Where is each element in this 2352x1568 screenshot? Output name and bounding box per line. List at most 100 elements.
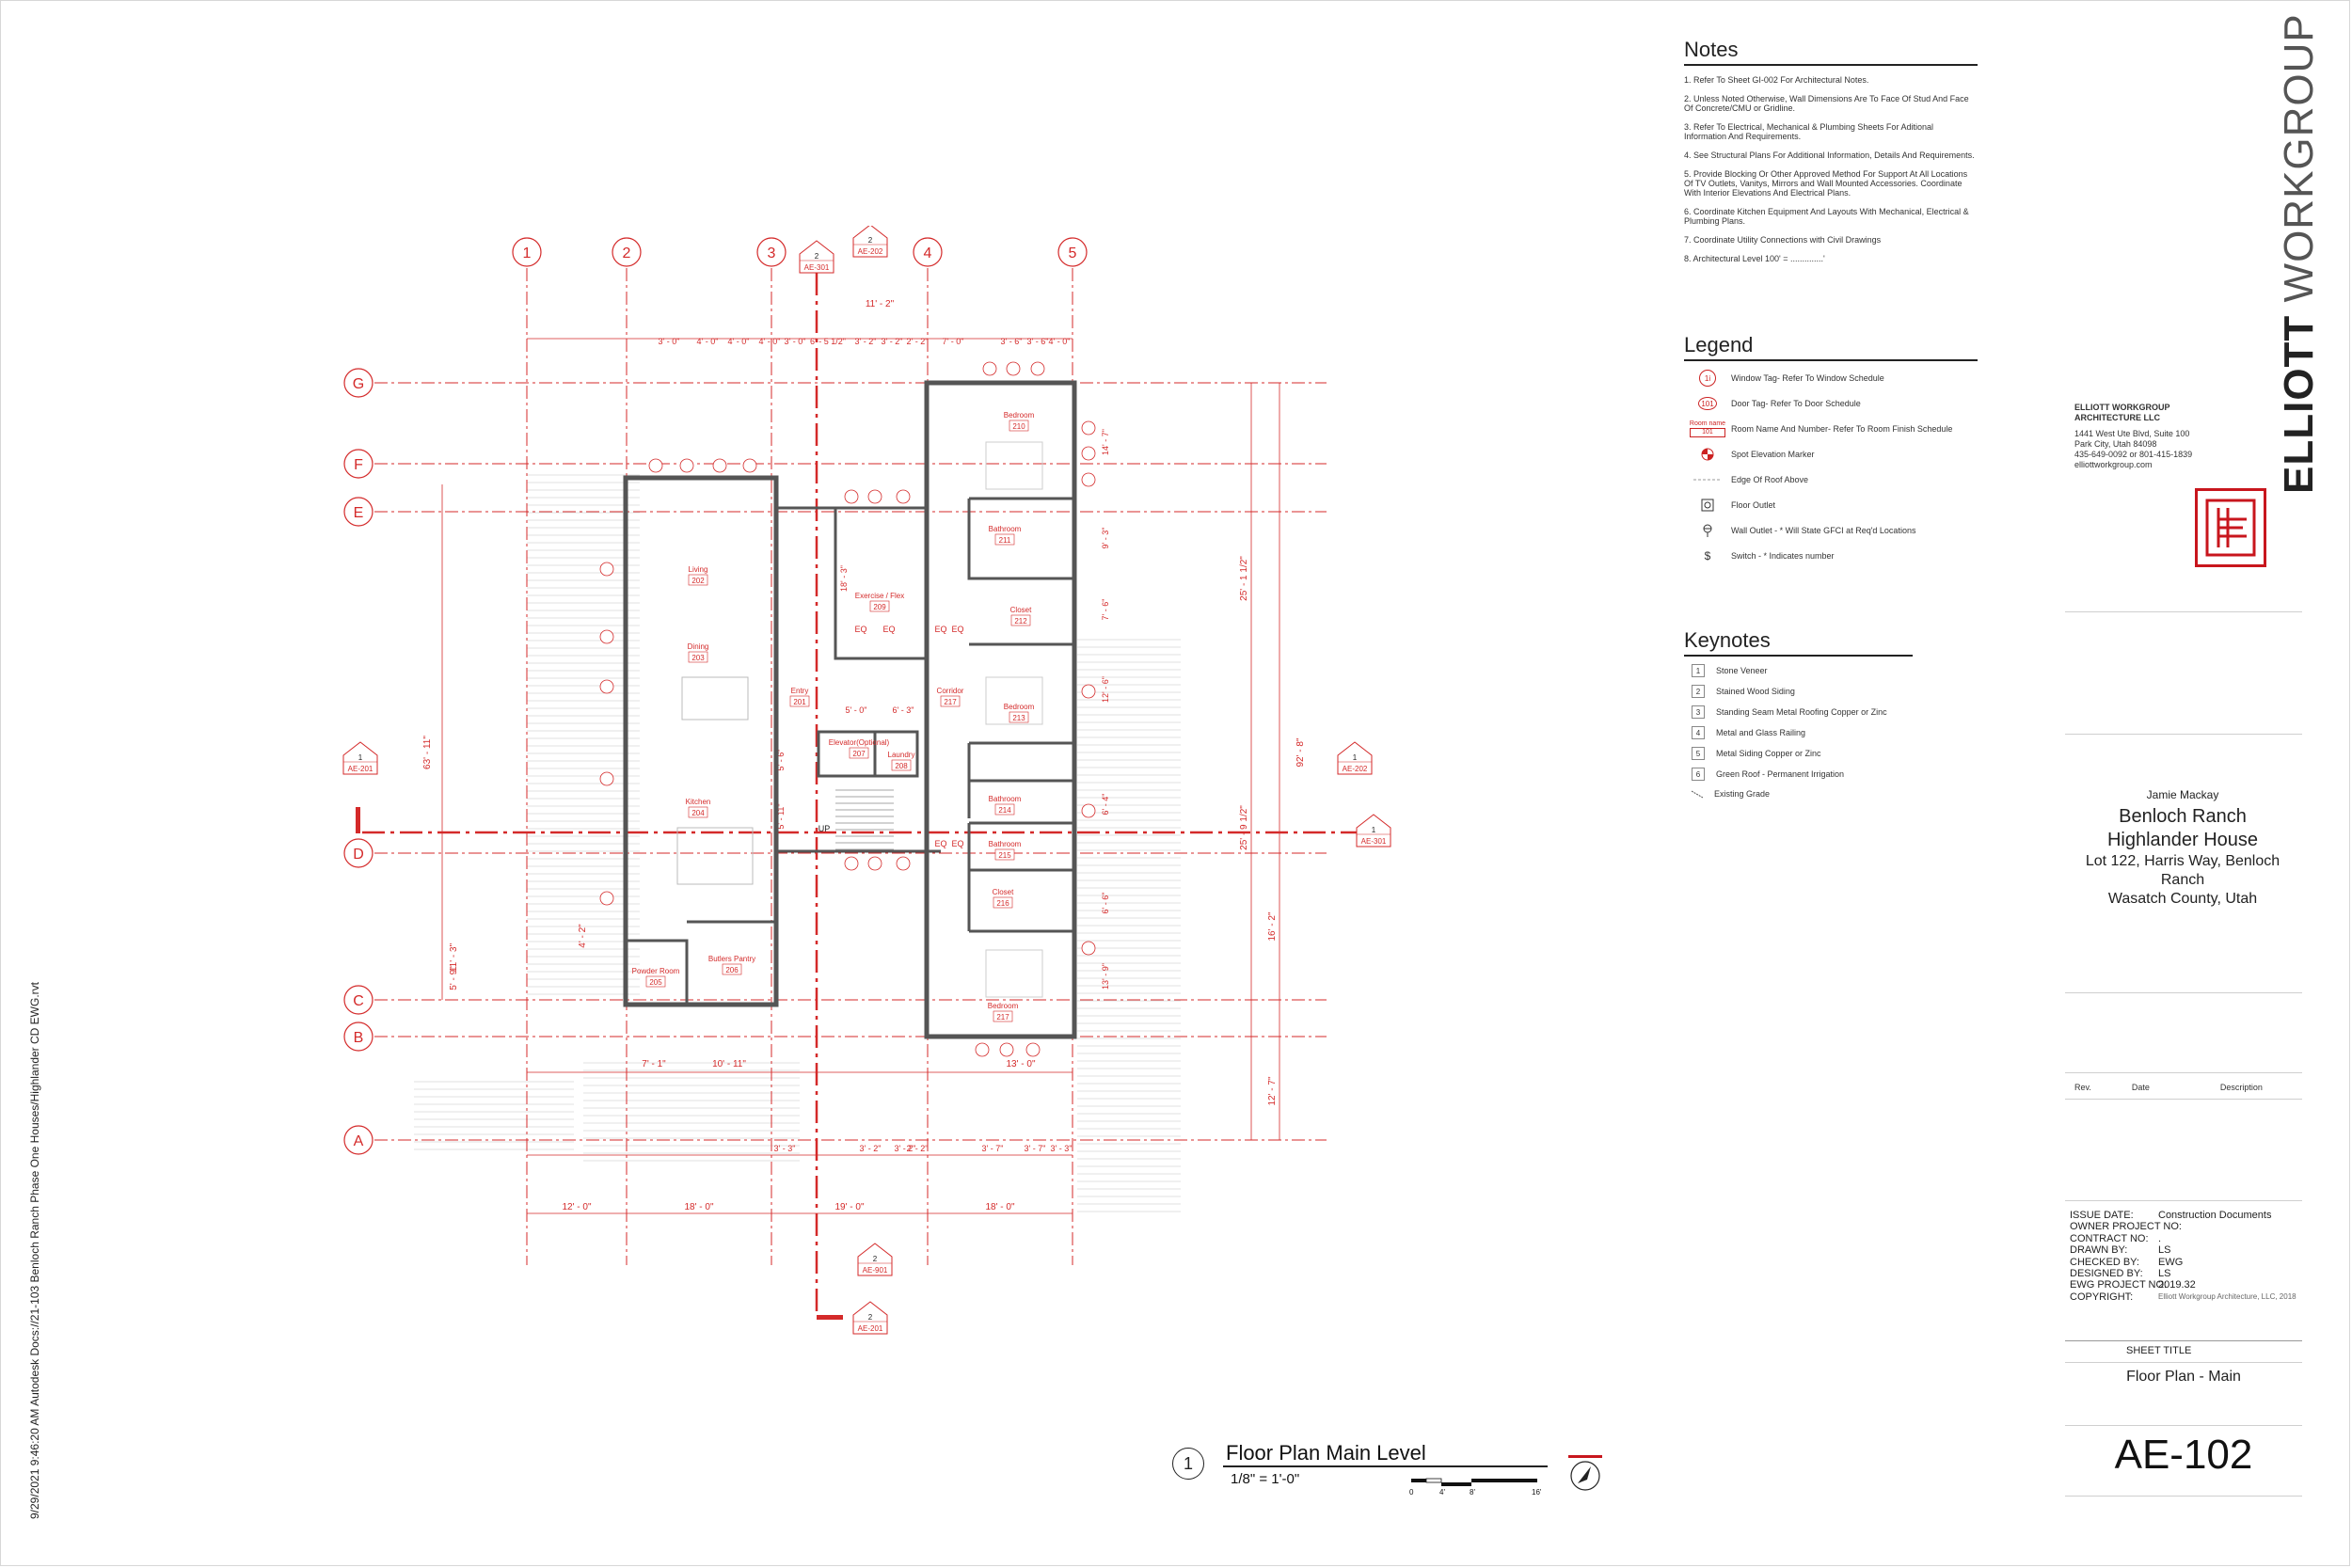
grid-label: 3 <box>768 245 776 261</box>
dimension-text: 3' - 3" <box>1051 1144 1073 1153</box>
window-tag-icon <box>599 629 614 644</box>
note-item: 8. Architectural Level 100' = ..........… <box>1684 254 1825 263</box>
room-number: 205 <box>649 978 662 987</box>
keynote-number: 5 <box>1692 747 1705 760</box>
dimension-text: 2' - 2" <box>907 337 929 346</box>
dimension-text: 3' - 7" <box>1025 1144 1046 1153</box>
room-number: 215 <box>998 851 1011 860</box>
section-marker-sheet: AE-901 <box>863 1266 888 1275</box>
issue-label: CONTRACT NO: <box>2070 1232 2149 1244</box>
issue-value: EWG <box>2158 1256 2184 1268</box>
window-tag-icon <box>975 1042 990 1057</box>
window-tag-icon <box>1081 472 1096 487</box>
room-name: Entry <box>791 687 809 695</box>
grid-bubble-3 <box>756 237 787 267</box>
room-name: Closet <box>993 888 1014 896</box>
room-number-box <box>993 1010 1013 1022</box>
room-number-box <box>940 695 961 707</box>
dimension-text: 9' - 3" <box>1101 528 1110 549</box>
firm-address-block: ELLIOTT WORKGROUP ARCHITECTURE LLC 1441 … <box>2074 403 2192 470</box>
project-location-2: Ranch <box>2160 872 2205 888</box>
section-marker-sheet: AE-201 <box>858 1324 883 1333</box>
switch-icon: $ <box>1704 549 1711 562</box>
interior-wall <box>626 920 778 1005</box>
keynote-label: Existing Grade <box>1714 789 1771 799</box>
keynote-item: 5 Metal Siding Copper or Zinc <box>1684 747 1913 760</box>
issue-value: Elliott Workgroup Architecture, LLC, 201… <box>2158 1291 2296 1301</box>
issue-row: OWNER PROJECT NO: <box>2070 1221 2296 1232</box>
section-marker-icon <box>1356 814 1391 847</box>
grid-label: A <box>354 1133 364 1149</box>
sheet-title-label: SHEET TITLE <box>2126 1345 2192 1356</box>
dimension-text: 3' - 3" <box>774 1144 796 1153</box>
interior-wall <box>967 497 1074 933</box>
issue-value: LS <box>2158 1268 2171 1280</box>
file-path-stamp: 9/29/2021 9:46:20 AM Autodesk Docs://21-… <box>28 982 41 1519</box>
issue-label: COPYRIGHT: <box>2070 1291 2134 1303</box>
legend-item-label: Room Name And Number- Refer To Room Fini… <box>1731 424 1953 434</box>
window-tag-icon <box>1081 941 1096 956</box>
dimension-text: 4' - 0" <box>697 337 719 346</box>
issue-label: OWNER PROJECT NO: <box>2070 1221 2182 1233</box>
eq-dimension-label: EQ <box>951 839 963 848</box>
date-column: Date <box>2131 1083 2150 1092</box>
issue-row: DRAWN BY:LS <box>2070 1244 2296 1256</box>
room-name: Powder Room <box>632 967 680 975</box>
section-marker-number: 2 <box>815 252 819 261</box>
title-block-divider <box>2065 992 2302 993</box>
legend-item-label: Floor Outlet <box>1731 500 1776 510</box>
keynote-label: Metal Siding Copper or Zinc <box>1716 749 1821 758</box>
dimension-text: 3' - 0" <box>659 337 680 346</box>
keynote-number <box>1692 788 1703 800</box>
firm-logo <box>2195 488 2266 567</box>
revision-underline <box>2065 1099 2302 1100</box>
keynotes-title: Keynotes <box>1684 628 1913 657</box>
room-name: Elevator(Optional) <box>829 738 890 747</box>
sheet-title: Floor Plan - Main <box>2126 1369 2241 1385</box>
dimension-text: 5' - 6" <box>776 750 786 771</box>
room-number: 217 <box>996 1013 1009 1022</box>
window-tag-icon <box>1030 361 1045 376</box>
room-number: 214 <box>998 806 1011 815</box>
dimension-text: 11' - 3" <box>449 942 459 972</box>
dimension-text: 19' - 0" <box>834 1202 864 1212</box>
keynote-number: 1 <box>1692 664 1705 677</box>
room-number-box <box>1010 614 1031 626</box>
dimension-text: 25' - 9 1/2" <box>1239 805 1249 850</box>
eq-dimension-label: EQ <box>934 839 946 848</box>
section-marker-sheet: AE-201 <box>348 765 373 773</box>
legend-item-label: Wall Outlet - * Will State GFCI at Req'd… <box>1731 526 1916 535</box>
title-block-divider <box>2065 1496 2302 1497</box>
grid-bubble-C <box>343 985 373 1015</box>
note-item: 6. Coordinate Kitchen Equipment And Layo… <box>1684 207 1969 226</box>
dimension-text: 12' - 7" <box>1267 1076 1278 1105</box>
view-title: Floor Plan Main Level <box>1226 1441 1426 1465</box>
sheet-number: AE-102 <box>2114 1432 2253 1478</box>
wall-outlet-icon <box>1703 524 1712 537</box>
project-location-3: Wasatch County, Utah <box>2107 891 2258 907</box>
notes-list: 1. Refer To Sheet GI-002 For Architectur… <box>1684 75 1978 263</box>
room-name: Corridor <box>937 687 964 695</box>
grid-bubble-G <box>343 368 373 398</box>
room-name: Bathroom <box>989 840 1022 848</box>
room-number: 217 <box>944 698 957 706</box>
section-marker-number: 2 <box>873 1255 878 1263</box>
dimension-text: 14' - 7" <box>1101 429 1110 455</box>
room-number: 201 <box>793 698 806 706</box>
window-tag-icon: 1i <box>1699 370 1716 387</box>
room-number: 210 <box>1012 422 1025 431</box>
room-number-box <box>645 975 666 988</box>
window-tag-icon <box>867 489 882 504</box>
eq-dimension-label: EQ <box>951 625 963 634</box>
dimension-text: 18' - 0" <box>684 1202 713 1212</box>
issue-row: EWG PROJECT NO:2019.32 <box>2070 1279 2296 1291</box>
keynote-number: 4 <box>1692 726 1705 739</box>
issue-row: DESIGNED BY:LS <box>2070 1268 2296 1279</box>
title-block-divider <box>2065 1072 2302 1073</box>
dimension-text: 25' - 1 1/2" <box>1239 556 1249 601</box>
stair-up-label: UP <box>818 824 831 833</box>
issue-row: CONTRACT NO:. <box>2070 1233 2296 1244</box>
keynote-label: Green Roof - Permanent Irrigation <box>1716 769 1845 779</box>
project-name-1: Benloch Ranch <box>2119 806 2247 827</box>
